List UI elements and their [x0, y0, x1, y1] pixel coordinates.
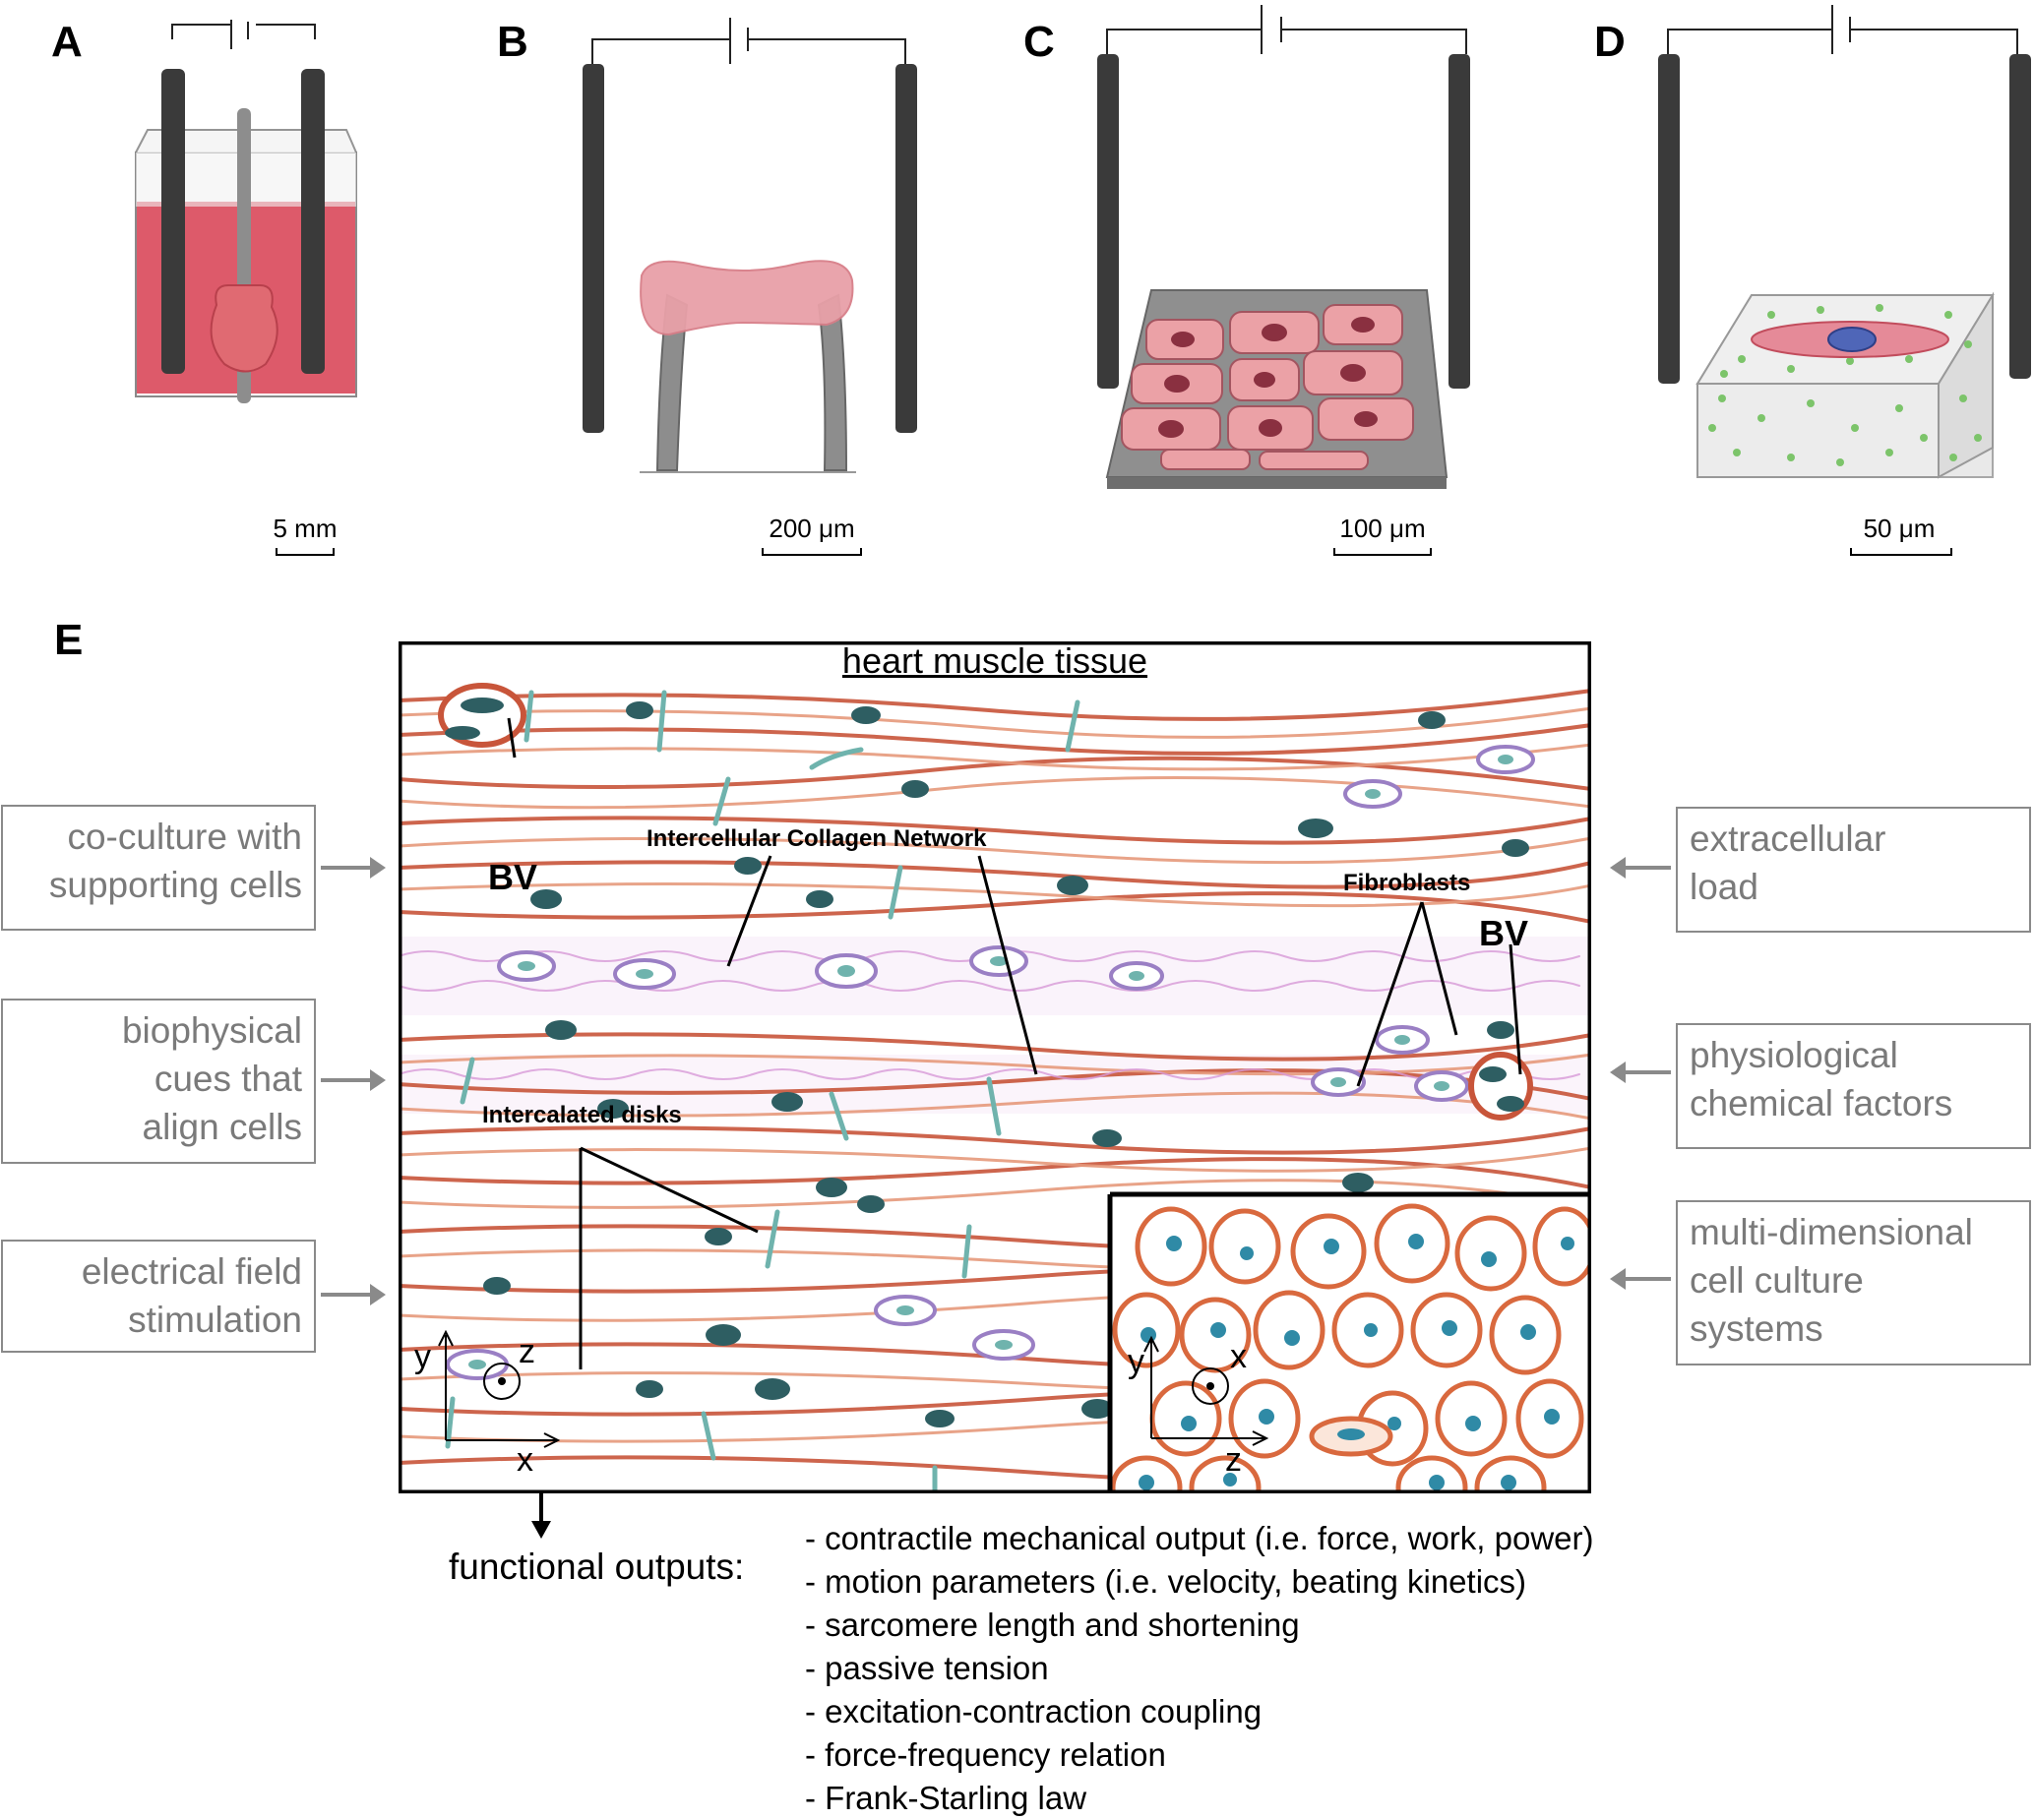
scale-bar-b-label: 200 μm [769, 514, 855, 543]
axis-inset-y-label: y [1128, 1343, 1144, 1380]
cue-physiological-line-1: physiological [1690, 1035, 1898, 1075]
output-item: - Frank-Starling law [805, 1780, 1087, 1816]
panel-d-3d-gel-illustration [1658, 5, 2031, 479]
cue-biophysical-line-1: biophysical [121, 1010, 302, 1051]
cue-box-multidimensional: multi-dimensional cell culture systems [1676, 1200, 2031, 1365]
panel-letter-c: C [1023, 18, 1055, 66]
scale-bar-a-label: 5 mm [273, 514, 338, 543]
label-blood-vessel-left: BV [488, 857, 538, 897]
arrow-biophysical [321, 1069, 386, 1091]
output-item: - contractile mechanical output (i.e. fo… [805, 1520, 1594, 1556]
scale-bar-b: 200 μm [748, 514, 876, 556]
cue-multidimensional-line-1: multi-dimensional [1690, 1212, 1973, 1252]
panel-a-bath-illustration [135, 20, 357, 403]
arrow-multidimensional [1610, 1268, 1671, 1290]
functional-outputs-title: functional outputs: [449, 1547, 745, 1587]
arrow-physiological [1610, 1062, 1671, 1083]
cue-extracellular-line-2: load [1690, 867, 1758, 907]
panel-letter-e: E [54, 616, 84, 664]
output-item: - excitation-contraction coupling [805, 1693, 1263, 1729]
arrow-electrical [321, 1284, 386, 1305]
scale-bar-c: 100 μm [1328, 514, 1437, 556]
cue-box-physiological: physiological chemical factors [1676, 1023, 2031, 1149]
cue-coculture-line-2: supporting cells [48, 865, 302, 905]
axis-inset-z-label: z [1225, 1441, 1242, 1479]
label-blood-vessel-right: BV [1479, 913, 1529, 953]
cue-coculture-line-1: co-culture with [67, 817, 302, 857]
scale-bar-d: 50 μm [1850, 514, 1952, 556]
output-item: - passive tension [805, 1650, 1049, 1686]
cue-box-coculture: co-culture with supporting cells [1, 805, 316, 931]
tissue-title: heart muscle tissue [841, 640, 1148, 681]
axis-main-z-label: z [519, 1333, 535, 1370]
cue-multidimensional-line-3: systems [1690, 1308, 1823, 1349]
functional-outputs-list: - contractile mechanical output (i.e. fo… [805, 1517, 1594, 1820]
cue-physiological-line-2: chemical factors [1690, 1083, 1953, 1123]
arrow-extracellular [1610, 857, 1671, 879]
axis-inset-x-label: x [1230, 1338, 1247, 1375]
heart-tissue-illustration [399, 641, 1591, 1493]
cue-box-biophysical: biophysical cues that align cells [1, 999, 316, 1164]
scale-bar-c-label: 100 μm [1339, 514, 1426, 543]
outputs-down-arrow-icon [531, 1493, 551, 1539]
panel-letter-d: D [1594, 18, 1626, 66]
output-item: - sarcomere length and shortening [805, 1607, 1300, 1643]
panel-b-pillar-illustration [583, 18, 917, 473]
cue-box-electrical: electrical field stimulation [1, 1240, 316, 1353]
cue-electrical-line-1: electrical field [81, 1251, 302, 1292]
output-item: - force-frequency relation [805, 1736, 1166, 1773]
label-intercalated-disks: Intercalated disks [482, 1102, 682, 1128]
cue-biophysical-line-2: cues that [154, 1059, 302, 1099]
output-item: - motion parameters (i.e. velocity, beat… [805, 1563, 1527, 1600]
panel-letter-b: B [497, 18, 528, 66]
scale-bar-d-label: 50 μm [1863, 514, 1936, 543]
axis-main-x-label: x [517, 1441, 533, 1479]
cue-electrical-line-2: stimulation [128, 1300, 302, 1340]
label-fibroblasts: Fibroblasts [1343, 870, 1471, 896]
scale-bar-a: 5 mm [266, 514, 344, 556]
panel-c-2d-sheet-illustration [1097, 5, 1470, 489]
cue-box-extracellular: extracellular load [1676, 807, 2031, 933]
cue-biophysical-line-3: align cells [142, 1107, 302, 1147]
label-collagen-network: Intercellular Collagen Network [647, 825, 987, 852]
panel-letter-a: A [51, 18, 83, 66]
cue-multidimensional-line-2: cell culture [1690, 1260, 1864, 1301]
arrow-coculture [321, 857, 386, 879]
axis-main-y-label: y [414, 1338, 431, 1375]
cue-extracellular-line-1: extracellular [1690, 819, 1886, 859]
